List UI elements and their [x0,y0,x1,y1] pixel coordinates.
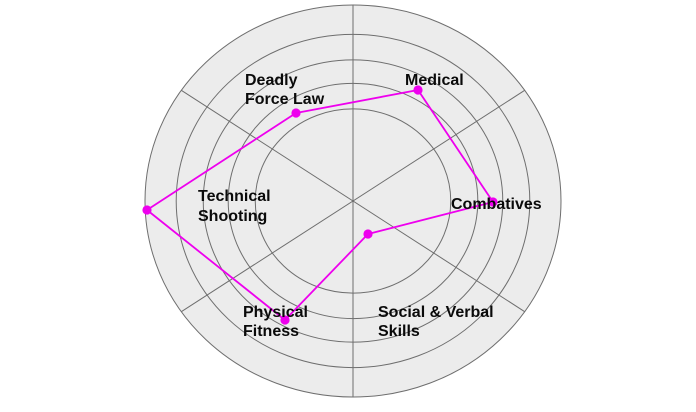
data-point [291,108,301,118]
axis-label: Combatives [451,196,542,213]
grid-spoke [181,89,525,313]
axis-label: Medical [405,72,464,89]
data-point [488,197,498,207]
data-point [413,85,423,95]
data-point [280,315,290,325]
data-point [142,205,152,215]
data-point [363,229,373,239]
